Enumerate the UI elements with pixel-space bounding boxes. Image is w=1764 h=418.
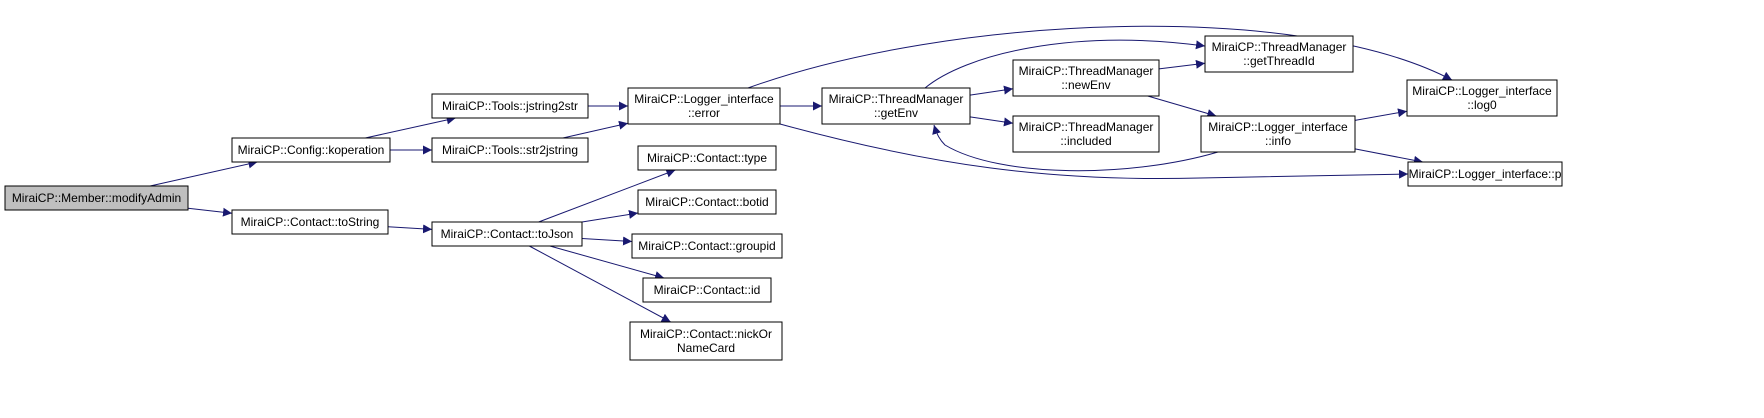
node-label-error-line-1: ::error xyxy=(688,106,720,120)
edge-error-to-p xyxy=(779,123,1409,180)
node-newEnv[interactable]: MiraiCP::ThreadManager::newEnv xyxy=(1012,59,1160,97)
node-label-toJson-line-0: MiraiCP::Contact::toJson xyxy=(441,227,574,241)
node-error[interactable]: MiraiCP::Logger_interface::error xyxy=(627,87,781,125)
edge-toJson-to-type xyxy=(538,168,676,223)
node-label-log0-line-1: ::log0 xyxy=(1467,98,1497,112)
node-label-getEnv-line-1: ::getEnv xyxy=(874,106,918,120)
node-box-str2jstring xyxy=(431,137,589,163)
node-log0[interactable]: MiraiCP::Logger_interface::log0 xyxy=(1406,79,1558,117)
node-included[interactable]: MiraiCP::ThreadManager::included xyxy=(1012,115,1160,153)
edge-toJson-to-nickOrNameCard xyxy=(529,245,671,323)
nodes-layer: MiraiCP::Member::modifyAdminMiraiCP::Con… xyxy=(4,35,1563,361)
node-info[interactable]: MiraiCP::Logger_interface::info xyxy=(1200,115,1356,153)
node-label-koperation-line-0: MiraiCP::Config::koperation xyxy=(238,143,385,157)
node-getEnv[interactable]: MiraiCP::ThreadManager::getEnv xyxy=(821,87,971,125)
node-label-included-line-0: MiraiCP::ThreadManager xyxy=(1019,120,1154,134)
node-box-error xyxy=(627,87,781,125)
node-box-log0 xyxy=(1406,79,1558,117)
edge-toJson-to-botid xyxy=(581,209,639,223)
node-getThreadId[interactable]: MiraiCP::ThreadManager::getThreadId xyxy=(1204,35,1354,73)
edge-info-to-p xyxy=(1354,148,1423,165)
node-cid[interactable]: MiraiCP::Contact::id xyxy=(642,277,772,303)
node-label-log0-line-0: MiraiCP::Logger_interface xyxy=(1412,84,1552,98)
node-label-getThreadId-line-0: MiraiCP::ThreadManager xyxy=(1212,40,1347,54)
node-box-nickOrNameCard xyxy=(629,321,783,361)
node-p[interactable]: MiraiCP::Logger_interface::p xyxy=(1407,161,1563,187)
edge-modifyAdmin-to-koperation xyxy=(149,159,258,187)
node-box-info xyxy=(1200,115,1356,153)
node-toString[interactable]: MiraiCP::Contact::toString xyxy=(231,209,389,235)
edge-str2jstring-to-error xyxy=(562,120,629,139)
node-jstring2str[interactable]: MiraiCP::Tools::jstring2str xyxy=(431,93,589,119)
edge-getEnv-to-getThreadId xyxy=(924,39,1206,89)
edge-toJson-to-cid xyxy=(549,245,665,280)
node-box-modifyAdmin xyxy=(4,185,189,211)
edge-newEnv-to-getThreadId xyxy=(1158,59,1206,70)
node-label-newEnv-line-1: ::newEnv xyxy=(1061,78,1110,92)
node-box-p xyxy=(1407,161,1563,187)
node-box-getThreadId xyxy=(1204,35,1354,73)
node-label-nickOrNameCard-line-1: NameCard xyxy=(677,341,735,355)
node-box-toString xyxy=(231,209,389,235)
node-groupid[interactable]: MiraiCP::Contact::groupid xyxy=(631,233,783,259)
node-label-nickOrNameCard-line-0: MiraiCP::Contact::nickOr xyxy=(640,327,772,341)
node-label-type-line-0: MiraiCP::Contact::type xyxy=(647,151,767,165)
edge-newEnv-to-info xyxy=(1147,95,1217,118)
node-toJson[interactable]: MiraiCP::Contact::toJson xyxy=(431,221,583,247)
node-modifyAdmin[interactable]: MiraiCP::Member::modifyAdmin xyxy=(4,185,189,211)
edge-getEnv-to-newEnv xyxy=(969,85,1014,96)
node-str2jstring[interactable]: MiraiCP::Tools::str2jstring xyxy=(431,137,589,163)
node-label-p-line-0: MiraiCP::Logger_interface::p xyxy=(1409,167,1562,181)
node-box-koperation xyxy=(231,137,391,163)
node-box-included xyxy=(1012,115,1160,153)
node-label-getThreadId-line-1: ::getThreadId xyxy=(1243,54,1314,68)
edges-layer xyxy=(149,25,1453,323)
node-box-botid xyxy=(637,189,777,215)
edge-getEnv-to-included xyxy=(969,116,1014,127)
edge-koperation-to-jstring2str xyxy=(365,115,456,139)
edge-error-to-log0 xyxy=(747,25,1453,89)
node-label-jstring2str-line-0: MiraiCP::Tools::jstring2str xyxy=(442,99,578,113)
node-label-str2jstring-line-0: MiraiCP::Tools::str2jstring xyxy=(442,143,578,157)
node-label-modifyAdmin-line-0: MiraiCP::Member::modifyAdmin xyxy=(12,191,181,205)
node-label-getEnv-line-0: MiraiCP::ThreadManager xyxy=(829,92,964,106)
node-box-newEnv xyxy=(1012,59,1160,97)
node-label-cid-line-0: MiraiCP::Contact::id xyxy=(654,283,761,297)
node-label-info-line-1: ::info xyxy=(1265,134,1291,148)
node-label-error-line-0: MiraiCP::Logger_interface xyxy=(634,92,774,106)
edge-toJson-to-groupid xyxy=(581,236,633,246)
node-label-botid-line-0: MiraiCP::Contact::botid xyxy=(645,195,768,209)
node-box-jstring2str xyxy=(431,93,589,119)
node-box-getEnv xyxy=(821,87,971,125)
edge-info-to-log0 xyxy=(1354,108,1408,121)
node-botid[interactable]: MiraiCP::Contact::botid xyxy=(637,189,777,215)
edge-modifyAdmin-to-toString xyxy=(187,207,233,217)
edge-toString-to-toJson xyxy=(387,224,433,234)
node-box-type xyxy=(637,145,777,171)
node-label-info-line-0: MiraiCP::Logger_interface xyxy=(1208,120,1348,134)
node-label-included-line-1: ::included xyxy=(1060,134,1111,148)
node-koperation[interactable]: MiraiCP::Config::koperation xyxy=(231,137,391,163)
node-label-groupid-line-0: MiraiCP::Contact::groupid xyxy=(638,239,775,253)
node-type[interactable]: MiraiCP::Contact::type xyxy=(637,145,777,171)
node-box-toJson xyxy=(431,221,583,247)
node-label-toString-line-0: MiraiCP::Contact::toString xyxy=(241,215,380,229)
node-box-cid xyxy=(642,277,772,303)
node-label-newEnv-line-0: MiraiCP::ThreadManager xyxy=(1019,64,1154,78)
edge-info-to-getEnv xyxy=(932,124,1219,172)
node-box-groupid xyxy=(631,233,783,259)
